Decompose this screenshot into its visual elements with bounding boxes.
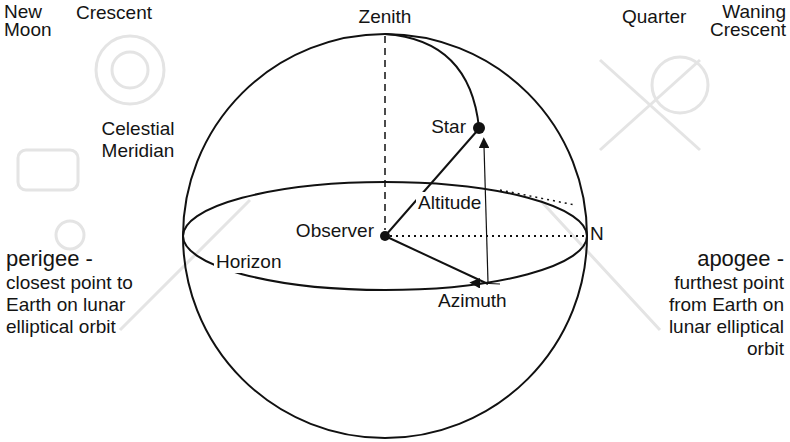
zenith-line	[384, 36, 386, 230]
rear-dotted-line	[500, 190, 575, 205]
horizon-label: Horizon	[214, 251, 283, 273]
azimuth-arrow	[478, 283, 500, 284]
altitude-arrow	[484, 146, 488, 282]
azimuth-line	[385, 236, 488, 284]
meridian-label: Celestial Meridian	[86, 118, 190, 162]
observer-label: Observer	[294, 220, 376, 242]
moon-phase-label: Moon	[4, 19, 52, 41]
north-line	[390, 235, 585, 237]
term-definition: furthest point from Earth on lunar ellip…	[639, 272, 784, 359]
moon-phase-label: Crescent	[710, 19, 786, 41]
term-heading: perigee -	[6, 246, 93, 271]
north-label: N	[590, 223, 604, 245]
altitude-label: Altitude	[416, 192, 483, 214]
star-dot	[473, 122, 485, 134]
star-label: Star	[429, 116, 468, 138]
star-sight-line	[385, 131, 477, 236]
celestial-sphere	[183, 34, 587, 438]
term-definition: closest point to Earth on lunar elliptic…	[6, 272, 146, 338]
angle-wedge	[385, 128, 492, 290]
zenith-label: Zenith	[357, 6, 414, 28]
moon-phase-label: Crescent	[76, 2, 152, 24]
observer-dot	[380, 231, 390, 241]
moon-phase-label: Quarter	[622, 6, 686, 28]
azimuth-label: Azimuth	[436, 290, 509, 312]
meridian-arc	[385, 34, 479, 128]
term-heading: apogee -	[697, 246, 784, 271]
